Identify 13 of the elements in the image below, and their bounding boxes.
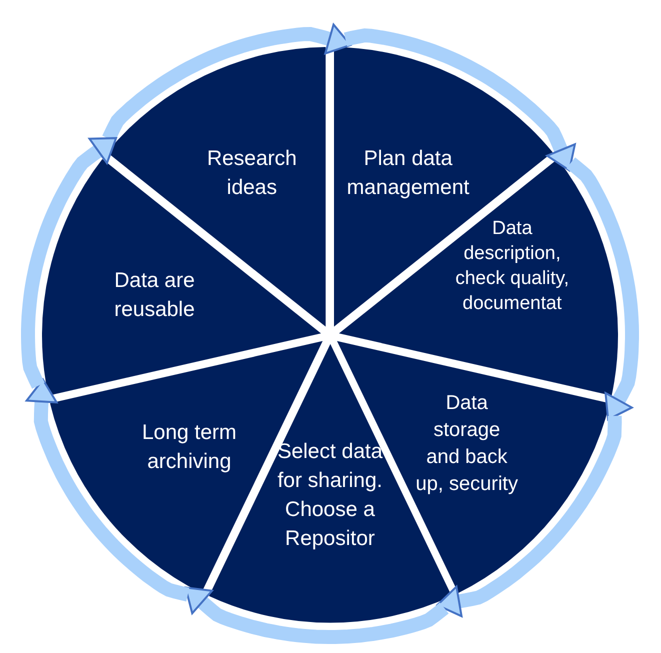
curved-arrow: [21, 137, 118, 389]
curved-arrow: [184, 586, 449, 644]
segment-label: Data storage and back up, security: [414, 391, 519, 498]
curved-arrow: [566, 157, 639, 421]
segment-label: Long term archiving: [140, 420, 238, 476]
segment-label: Research ideas: [206, 146, 298, 201]
segment-label: Plan data management: [346, 146, 470, 201]
curved-arrow: [436, 415, 622, 618]
segment-label: Data are reusable: [113, 268, 196, 323]
segment-label: Select data for sharing. Choose a Repositor: [276, 438, 384, 552]
curved-arrow: [344, 28, 576, 172]
curved-arrow: [26, 378, 190, 602]
segment-label: Data description, check quality, documentat: [454, 216, 570, 316]
